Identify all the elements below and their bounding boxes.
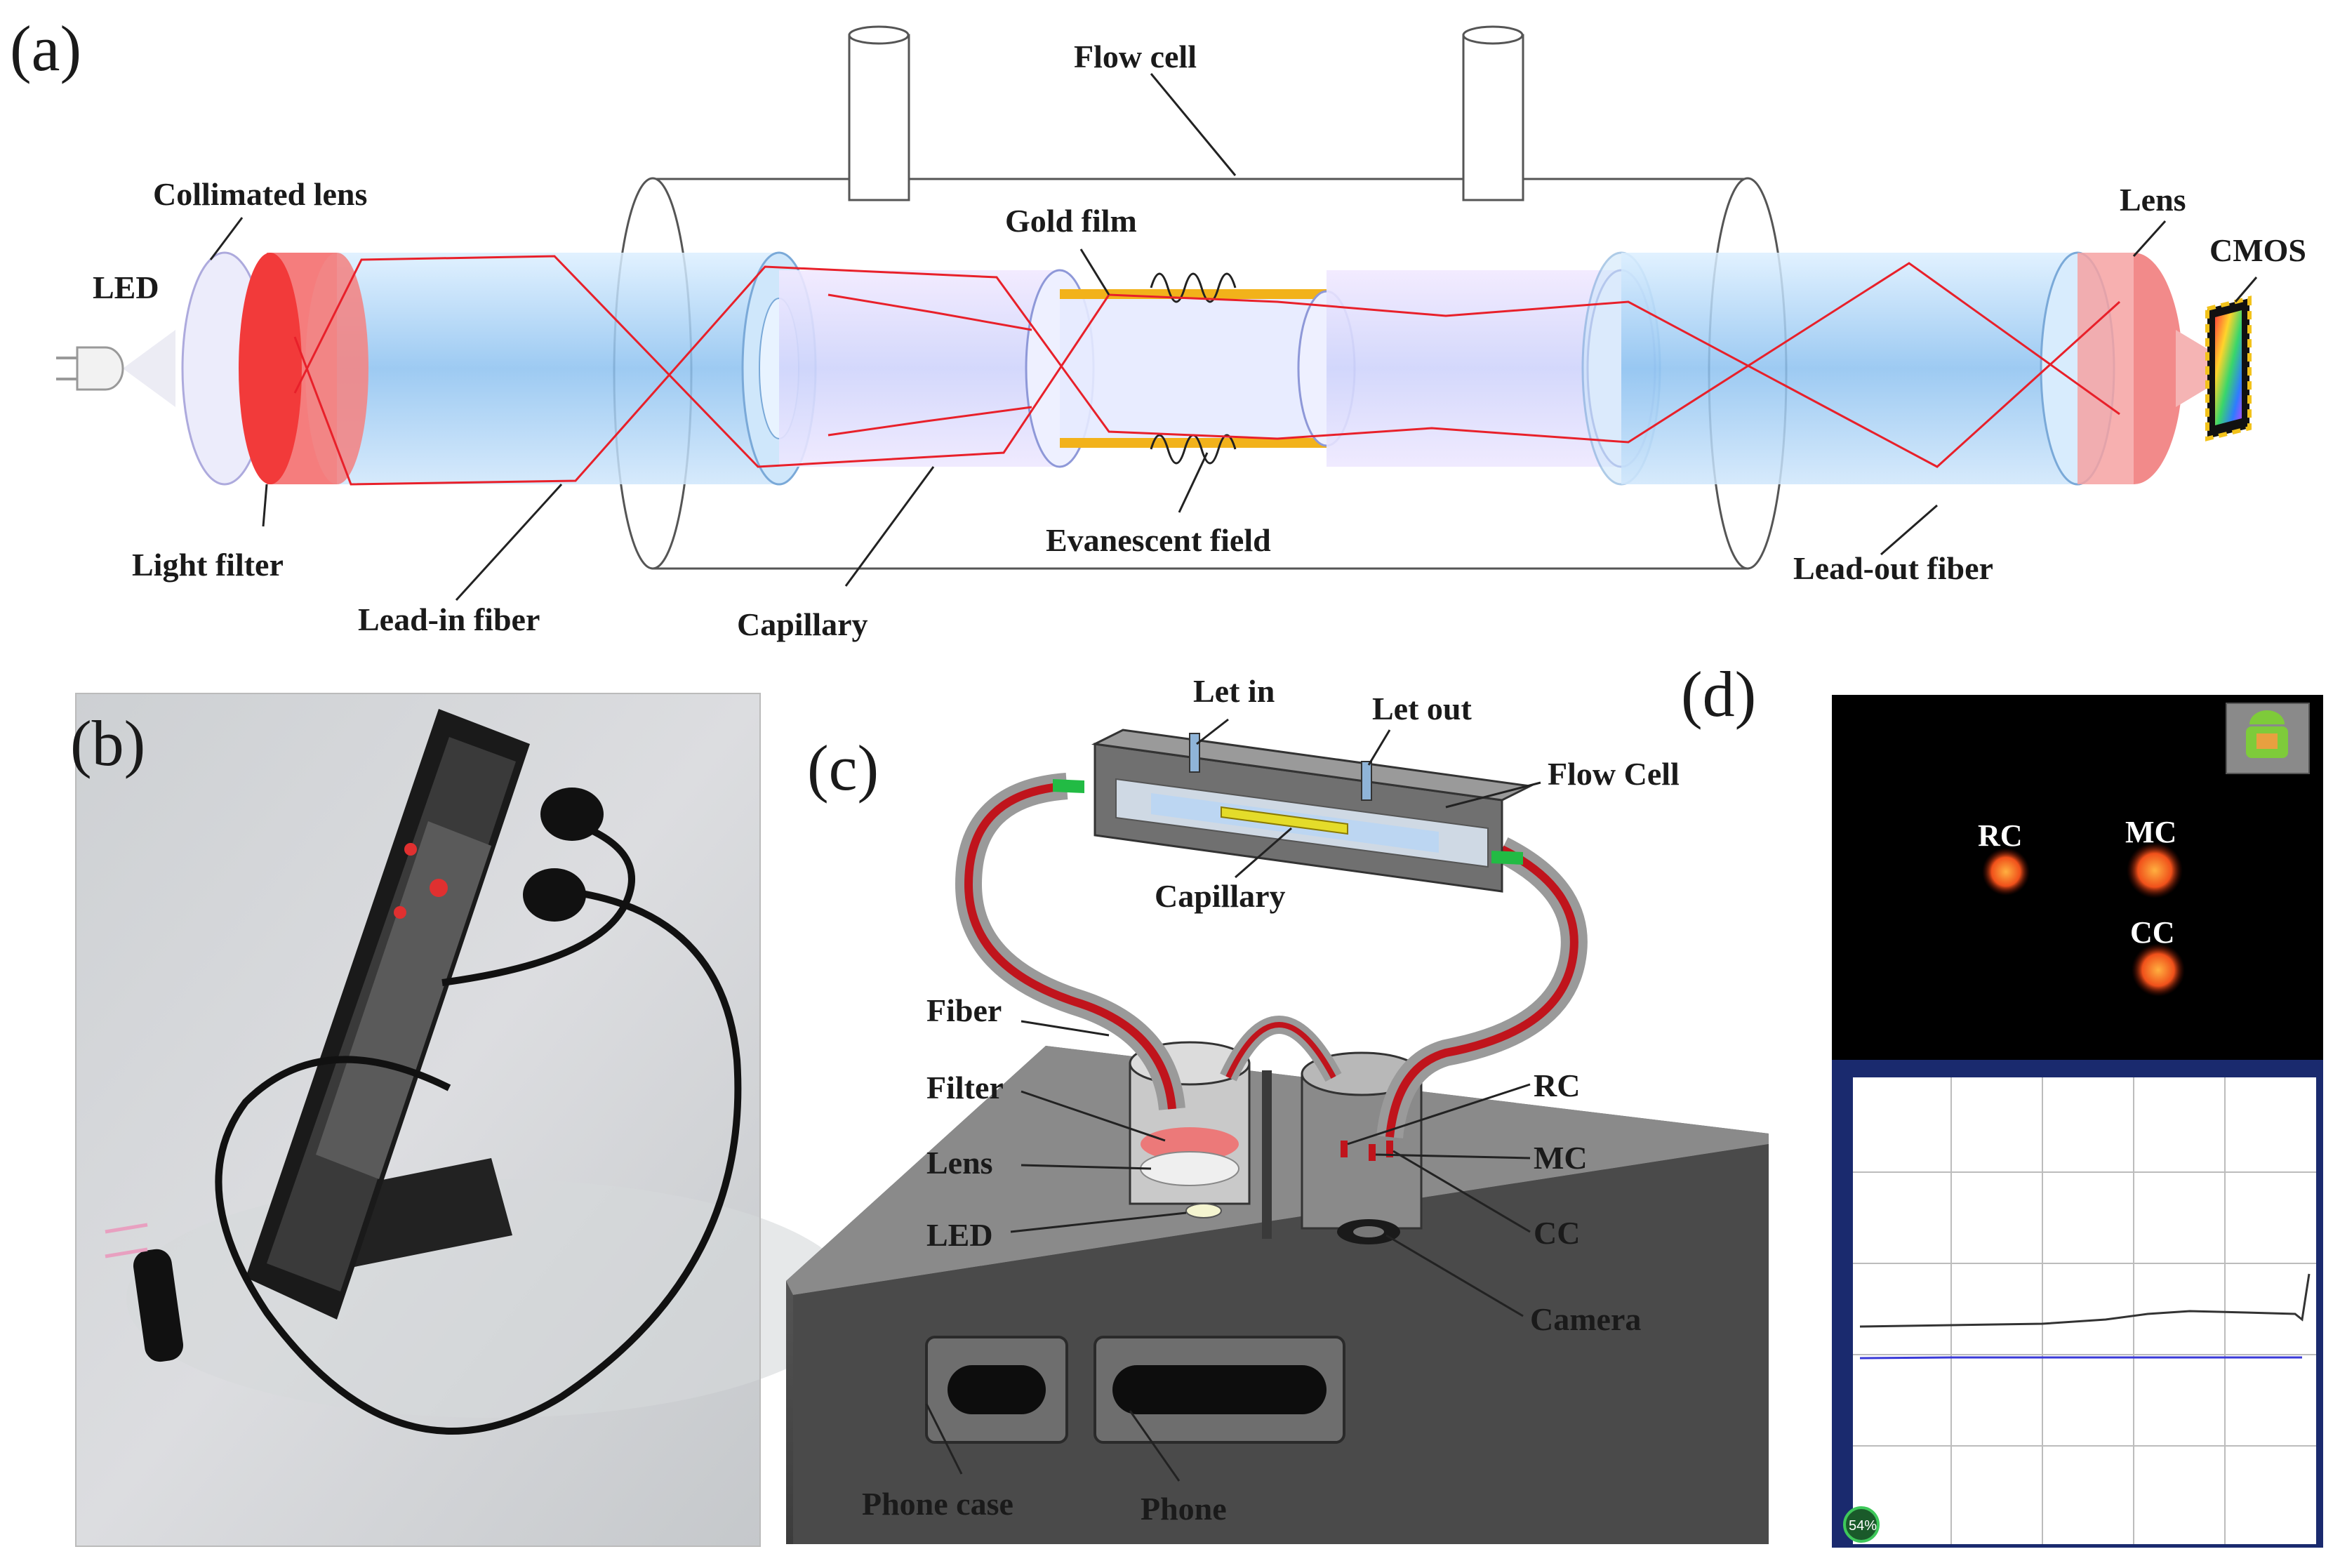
panel-b: (b) [70,693,856,1547]
progress-indicator [1843,1506,1880,1543]
sensorgram-plot: 54% [1832,1060,2323,1548]
label-mc-d: MC [2125,815,2176,849]
panel-b-label: (b) [70,707,145,779]
label-led-c: LED [926,1217,993,1253]
panel-a-label: (a) [10,13,81,84]
label-lens-c: Lens [926,1145,993,1181]
progress-text: 54% [1849,1518,1877,1534]
label-fiber: Fiber [926,992,1002,1028]
panel-c: (c) [786,673,1769,1544]
cc-spot [2132,943,2185,997]
label-cmos: CMOS [2209,232,2306,268]
label-cc-d: CC [2130,915,2175,950]
label-evanescent-field: Evanescent field [1046,522,1271,558]
output-lens [2078,253,2211,484]
label-gold-film: Gold film [1005,203,1137,239]
label-lead-out-fiber: Lead-out fiber [1793,550,1993,586]
label-collimated-lens: Collimated lens [153,176,367,212]
label-rc-c: RC [1534,1068,1580,1103]
label-let-out: Let out [1372,691,1473,726]
flow-cell-3d [1053,729,1534,893]
label-lead-in-fiber: Lead-in fiber [358,602,540,637]
panel-a-leaders [209,73,2258,602]
light-filter [239,253,368,484]
label-flow-cell: Flow cell [1074,39,1197,74]
label-rc-d: RC [1978,818,2023,853]
panel-d: (d) RC MC CC [1681,658,2323,1548]
label-capillary-c: Capillary [1155,878,1286,914]
label-flow-cell-c: Flow Cell [1548,756,1680,792]
cmos-sensor-icon [2205,295,2252,441]
fiber-cables [955,773,1588,1139]
phone-photo [246,709,530,1320]
lead-out-fiber [1581,251,2115,486]
label-camera: Camera [1530,1301,1641,1337]
label-light-filter: Light filter [132,547,284,583]
lead-in-fiber [337,251,817,486]
label-let-in: Let in [1193,673,1275,709]
panel-d-label: (d) [1681,658,1756,730]
android-app-icon [2226,703,2310,774]
led-icon [56,330,175,407]
mc-spot [2127,842,2183,898]
label-led: LED [93,270,159,305]
label-mc-c: MC [1534,1140,1588,1176]
label-cc-c: CC [1534,1215,1580,1251]
panel-a: (a) [10,13,2306,642]
label-capillary: Capillary [737,606,868,642]
fiber-cable [215,818,742,1435]
label-filter: Filter [926,1070,1004,1105]
phone-body [786,1046,1769,1544]
panel-c-label: (c) [807,732,879,804]
panel-c-leaders [925,718,1541,1482]
rc-spot [1982,848,2030,896]
label-lens: Lens [2120,182,2186,218]
capillary-left [779,269,1095,468]
label-phone: Phone [1141,1491,1227,1527]
label-phone-case: Phone case [862,1486,1013,1522]
led-housing [133,1249,184,1362]
